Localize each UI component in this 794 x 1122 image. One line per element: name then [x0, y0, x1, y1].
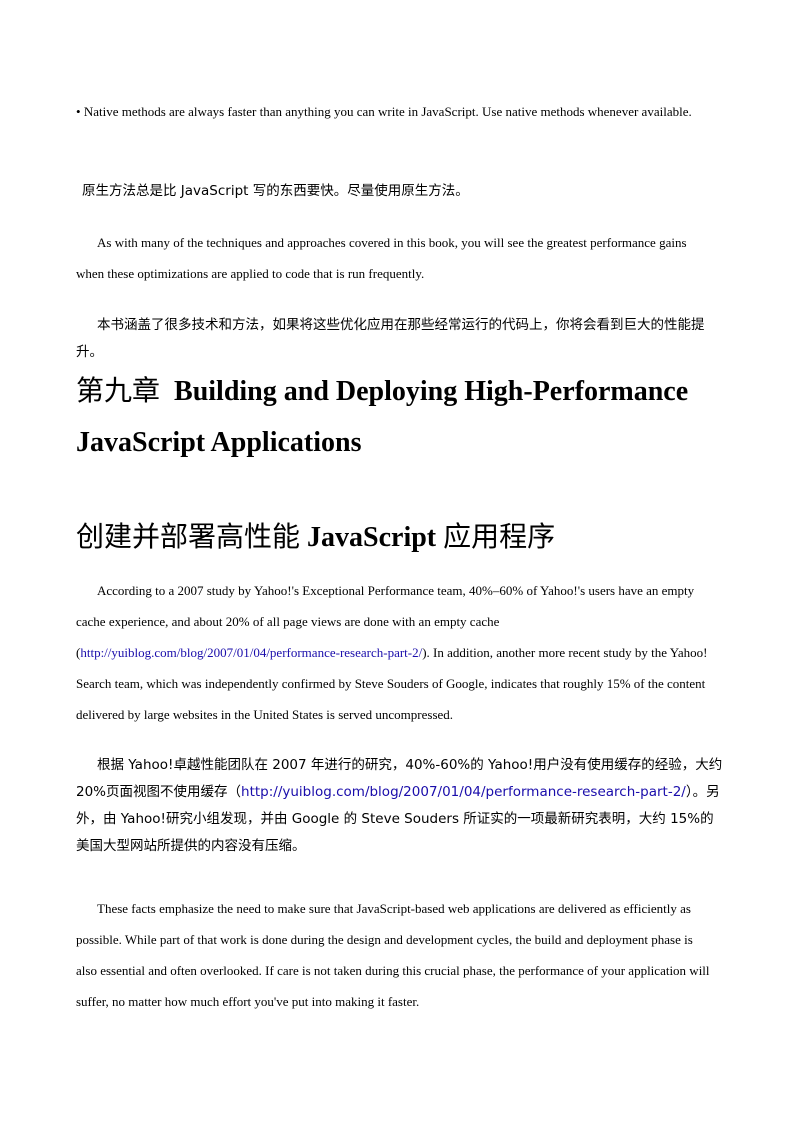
paragraph-text: Native methods are always faster than an…	[83, 104, 692, 119]
chapter-title-zh-part2: JavaScript	[307, 522, 437, 553]
chapter-title: 第九章 Building and Deploying High-Performa…	[76, 365, 736, 468]
chapter-title-zh-part3: 应用程序	[443, 520, 556, 553]
paragraph-text: ）。另外，由 Yahoo!研究小组发现，并由 Google 的 Steve So…	[76, 784, 720, 854]
bullet-paragraph-en: • Native methods are always faster than …	[76, 96, 716, 127]
performance-research-link[interactable]: http://yuiblog.com/blog/2007/01/04/perfo…	[80, 645, 423, 660]
paragraph-zh-techniques: 本书涵盖了很多技术和方法，如果将这些优化应用在那些经常运行的代码上，你将会看到巨…	[76, 317, 705, 360]
paragraph-en-facts: These facts emphasize the need to make s…	[76, 901, 710, 1009]
chapter-title-zh: 创建并部署高性能 JavaScript 应用程序	[76, 517, 736, 558]
paragraph-text: 根据 Yahoo!卓越性能团队在 2007 年进行的研究，40%-60%的 Ya…	[76, 757, 723, 800]
paragraph-text: According to a 2007 study by Yahoo!'s Ex…	[76, 583, 695, 660]
bullet-paragraph-zh: 原生方法总是比 JavaScript 写的东西要快。尽量使用原生方法。	[82, 183, 469, 199]
paragraph-zh-yahoo-study: 根据 Yahoo!卓越性能团队在 2007 年进行的研究，40%-60%的 Ya…	[76, 752, 726, 860]
chapter-title-en: Building and Deploying High-Performance …	[76, 376, 689, 458]
paragraph-en-techniques: As with many of the techniques and appro…	[76, 235, 687, 281]
chapter-number: 第九章	[76, 374, 161, 407]
paragraph-en-yahoo-study: According to a 2007 study by Yahoo!'s Ex…	[76, 575, 716, 730]
performance-research-link-zh[interactable]: http://yuiblog.com/blog/2007/01/04/perfo…	[241, 784, 686, 800]
chapter-title-zh-part1: 创建并部署高性能	[76, 520, 301, 553]
paragraph-text: ). In addition, another more recent stud…	[76, 645, 708, 722]
bullet: •	[76, 104, 81, 119]
